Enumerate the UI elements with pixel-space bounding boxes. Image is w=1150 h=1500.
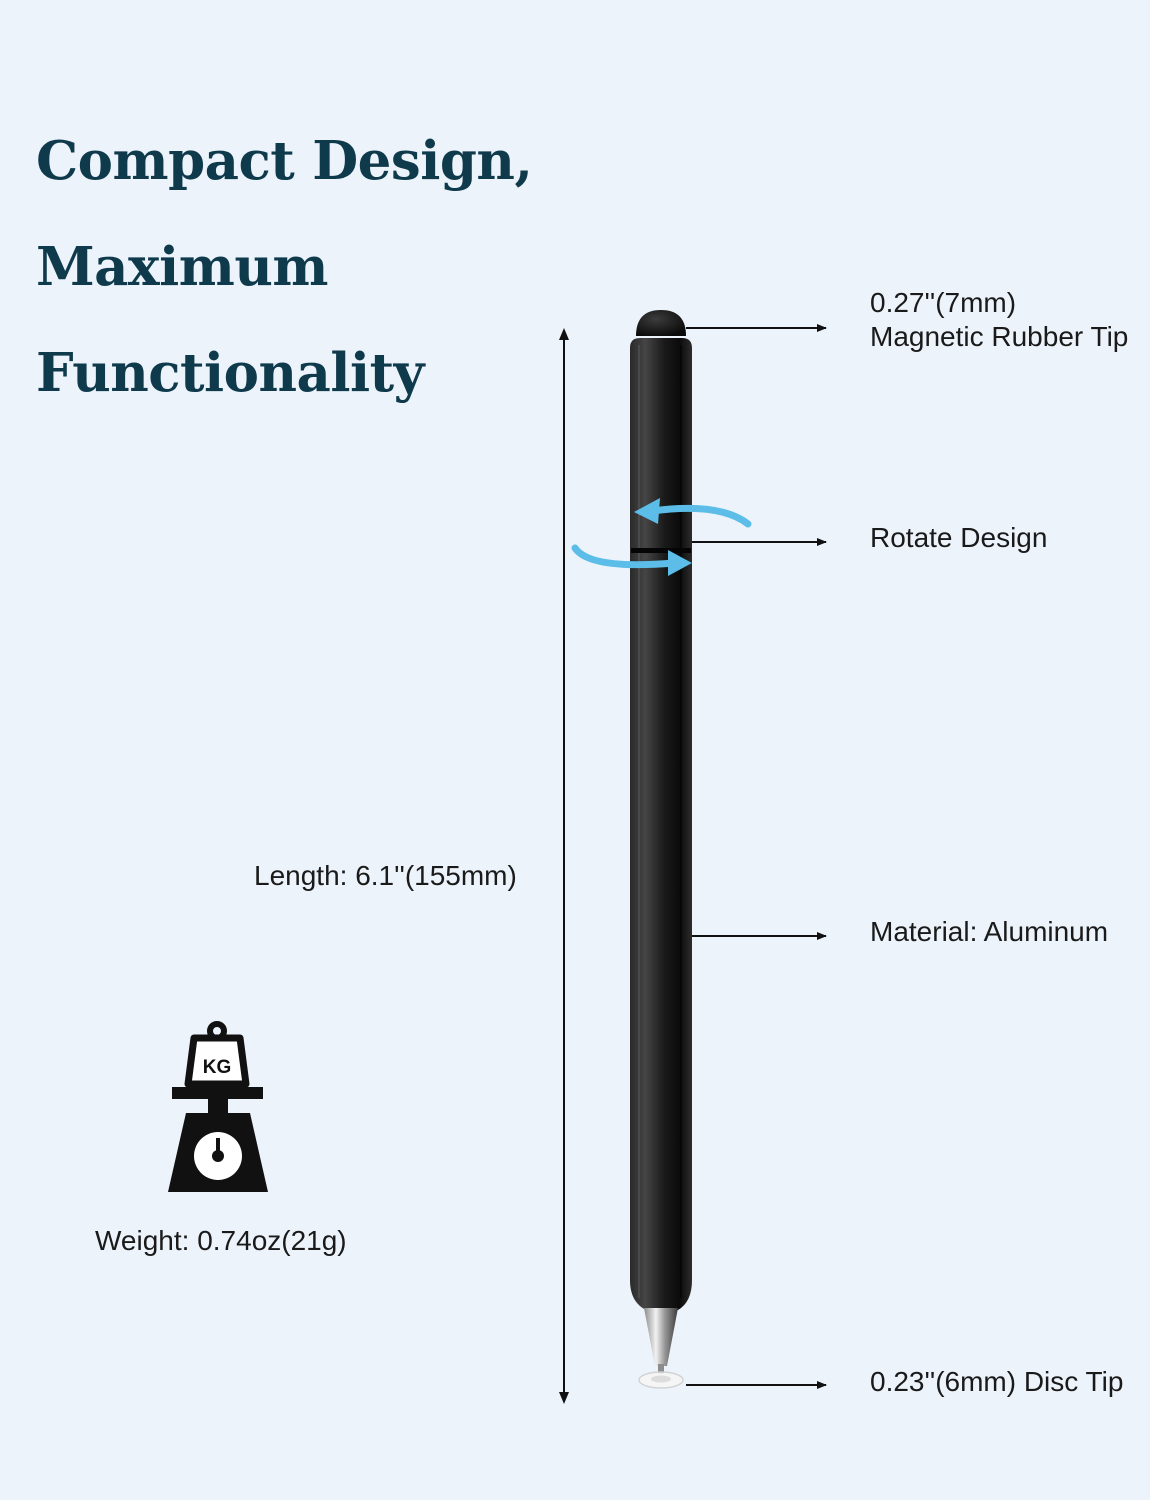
headline: Compact Design, Maximum Functionality: [36, 108, 533, 426]
metal-tip-cone: [644, 1308, 678, 1366]
weight-label: Weight: 0.74oz(21g): [95, 1225, 347, 1256]
length-dimension-line: [559, 328, 569, 1404]
pen-body: [630, 338, 692, 1310]
rubber-tip-size-label: 0.27''(7mm): [870, 287, 1017, 318]
headline-line-2: Maximum: [36, 236, 328, 298]
length-label: Length: 6.1''(155mm): [254, 860, 517, 891]
rotate-joint: [631, 548, 691, 553]
rubber-tip: [636, 310, 686, 336]
rubber-tip-name-label: Magnetic Rubber Tip: [870, 321, 1129, 352]
weight-scale-icon: KG: [168, 1021, 268, 1192]
callout-arrows: [686, 324, 827, 1389]
material-label: Material: Aluminum: [870, 916, 1109, 947]
rotate-arrows-icon: [571, 504, 752, 569]
headline-line-3: Functionality: [36, 342, 424, 404]
headline-line-1: Compact Design,: [36, 130, 533, 192]
stylus-pen: [630, 310, 692, 1389]
rotate-design-label: Rotate Design: [870, 522, 1048, 553]
disc-tip-label: 0.23''(6mm) Disc Tip: [870, 1366, 1124, 1397]
weight-icon-kg-text: KG: [203, 1057, 232, 1078]
